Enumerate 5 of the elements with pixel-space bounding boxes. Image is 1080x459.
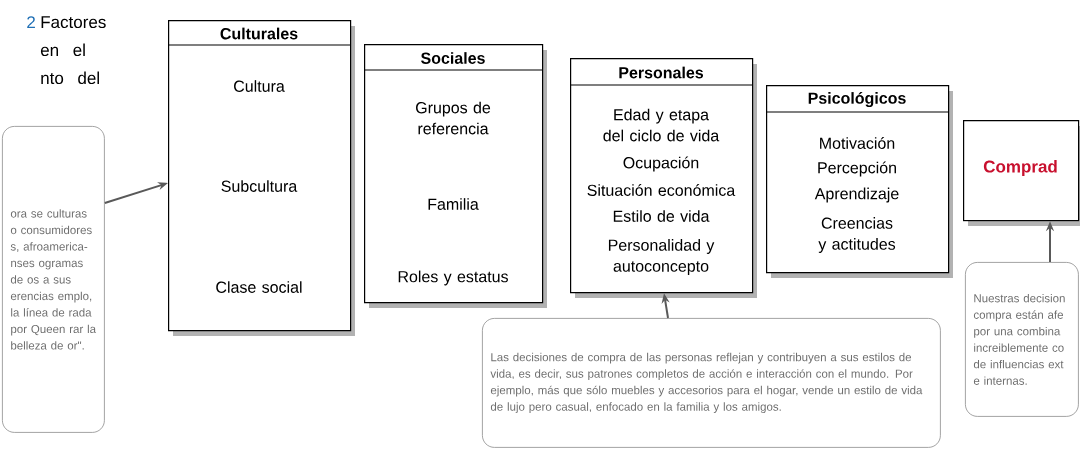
figure-number: 2: [27, 16, 35, 29]
callout-box: Nuestras decision compra están afe por una combina increiblemente co de influencias ext e internas.: [965, 262, 1079, 417]
callout-box: ora se culturas o consumidores s, afroamerica- nses ogramas de os a sus erencias emplo, la línea de rada por Queen rar la belleza de or".: [2, 126, 105, 433]
callout-box: Las decisiones de compra de las personas reflejan y contribuyen a sus estilos de vida, es decir, sus patrones completos de acción e interacción con el mundo. Por ejemplo, más que sólo muebles y accesorios para el hogar, vende un estilo de vida de lujo pero casual, enfocado en la familia y los amigos.: [482, 318, 941, 448]
figure-title: Factores en el nto del: [40, 16, 106, 85]
